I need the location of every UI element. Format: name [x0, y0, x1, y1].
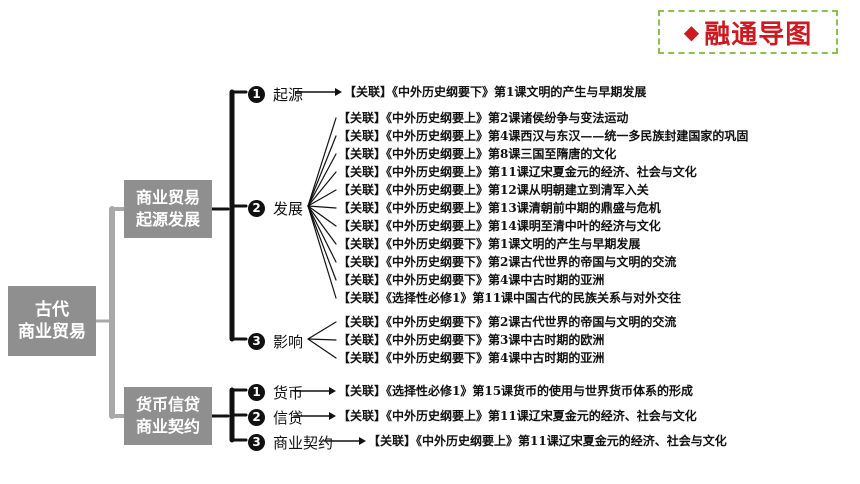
leaf-item: 【关联】《中外历史纲要下》第1课文明的产生与早期发展 [344, 85, 647, 99]
branch-currency-credit: 货币信贷 商业契约 [124, 387, 212, 445]
arrow-head [359, 437, 366, 445]
leaf-item: 【关联】《中外历史纲要上》第11课辽宋夏金元的经济、社会与文化 [338, 165, 697, 179]
leaf-item: 【关联】《中外历史纲要上》第11课辽宋夏金元的经济、社会与文化 [368, 434, 727, 448]
number-badge: 1 [248, 86, 265, 103]
leaf-item: 【关联】《中外历史纲要下》第3课中古时期的欧洲 [338, 333, 605, 347]
branch-origin-development: 商业贸易 起源发展 [124, 180, 212, 238]
diamond-icon: ◆ [683, 20, 701, 44]
number-badge: 2 [248, 200, 265, 217]
leaf-item: 【关联】《中外历史纲要上》第13课清朝前中期的鼎盛与危机 [338, 201, 661, 215]
fan-line [307, 153, 337, 207]
node-label: 发展 [273, 200, 304, 218]
fan-line [307, 321, 337, 340]
leaf-item: 【关联】《中外历史纲要下》第4课中古时期的亚洲 [338, 273, 605, 287]
leaf-item: 【关联】《中外历史纲要上》第4课西汉与东汉——统一多民族封建国家的巩固 [338, 129, 749, 143]
leaf-item: 【关联】《中外历史纲要上》第14课明至清中叶的经济与文化 [338, 219, 661, 233]
section-badge: ◆ 融通导图 [658, 10, 838, 54]
arrow-head [335, 88, 342, 96]
leaf-item: 【关联】《中外历史纲要上》第2课诸侯纷争与变法运动 [338, 111, 629, 125]
branch-line-1: 商业贸易 [135, 188, 200, 207]
node-contract: 3 商业契约 [248, 432, 333, 453]
number-badge: 3 [248, 434, 265, 451]
fan-line [307, 205, 337, 263]
fan-line [307, 205, 337, 299]
node-label: 起源 [273, 86, 304, 104]
node-development: 2 发展 [248, 198, 303, 219]
node-credit: 2 信贷 [248, 407, 303, 428]
fan-line [307, 171, 337, 207]
node-label: 商业契约 [273, 434, 334, 452]
arrow-head [329, 387, 336, 395]
leaf-item: 【关联】《中外历史纲要下》第4课中古时期的亚洲 [338, 351, 605, 365]
number-badge: 2 [248, 409, 265, 426]
fan-line [307, 189, 337, 207]
fan-line [307, 205, 337, 227]
leaf-item: 【关联】《中外历史纲要上》第11课辽宋夏金元的经济、社会与文化 [338, 409, 697, 423]
number-badge: 3 [248, 333, 265, 350]
node-label: 货币 [273, 384, 304, 402]
leaf-item: 【关联】《中外历史纲要下》第2课古代世界的帝国与文明的交流 [338, 255, 677, 269]
branch-line-1: 货币信贷 [135, 395, 200, 414]
node-label: 影响 [273, 333, 304, 351]
fan-line [307, 117, 337, 207]
leaf-item: 【关联】《中外历史纲要下》第2课古代世界的帝国与文明的交流 [338, 315, 677, 329]
root-node: 古代 商业贸易 [8, 286, 96, 356]
branch-line-2: 起源发展 [135, 210, 200, 229]
fan-line [307, 135, 337, 207]
leaf-item: 【关联】《中外历史纲要上》第8课三国至隋唐的文化 [338, 147, 617, 161]
leaf-item: 【关联】《选择性必修1》第11课中国古代的民族关系与对外交往 [338, 291, 682, 305]
branch-line-2: 商业契约 [135, 417, 200, 436]
node-influence: 3 影响 [248, 331, 303, 352]
fan-line [307, 205, 337, 281]
root-line-1: 古代 [35, 300, 69, 320]
number-badge: 1 [248, 384, 265, 401]
node-currency: 1 货币 [248, 382, 303, 403]
leaf-item: 【关联】《中外历史纲要上》第12课从明朝建立到清军入关 [338, 183, 649, 197]
node-label: 信贷 [273, 409, 304, 427]
fan-line [307, 205, 337, 209]
badge-title: 融通导图 [704, 19, 813, 50]
arrow-head [329, 412, 336, 420]
leaf-item: 【关联】《选择性必修1》第15课货币的使用与世界货币体系的形成 [338, 384, 694, 398]
node-origin: 1 起源 [248, 84, 303, 105]
fan-line [307, 338, 337, 359]
fan-line [307, 205, 337, 245]
fan-line [307, 338, 337, 341]
root-line-2: 商业贸易 [18, 322, 86, 342]
leaf-item: 【关联】《中外历史纲要下》第1课文明的产生与早期发展 [338, 237, 641, 251]
